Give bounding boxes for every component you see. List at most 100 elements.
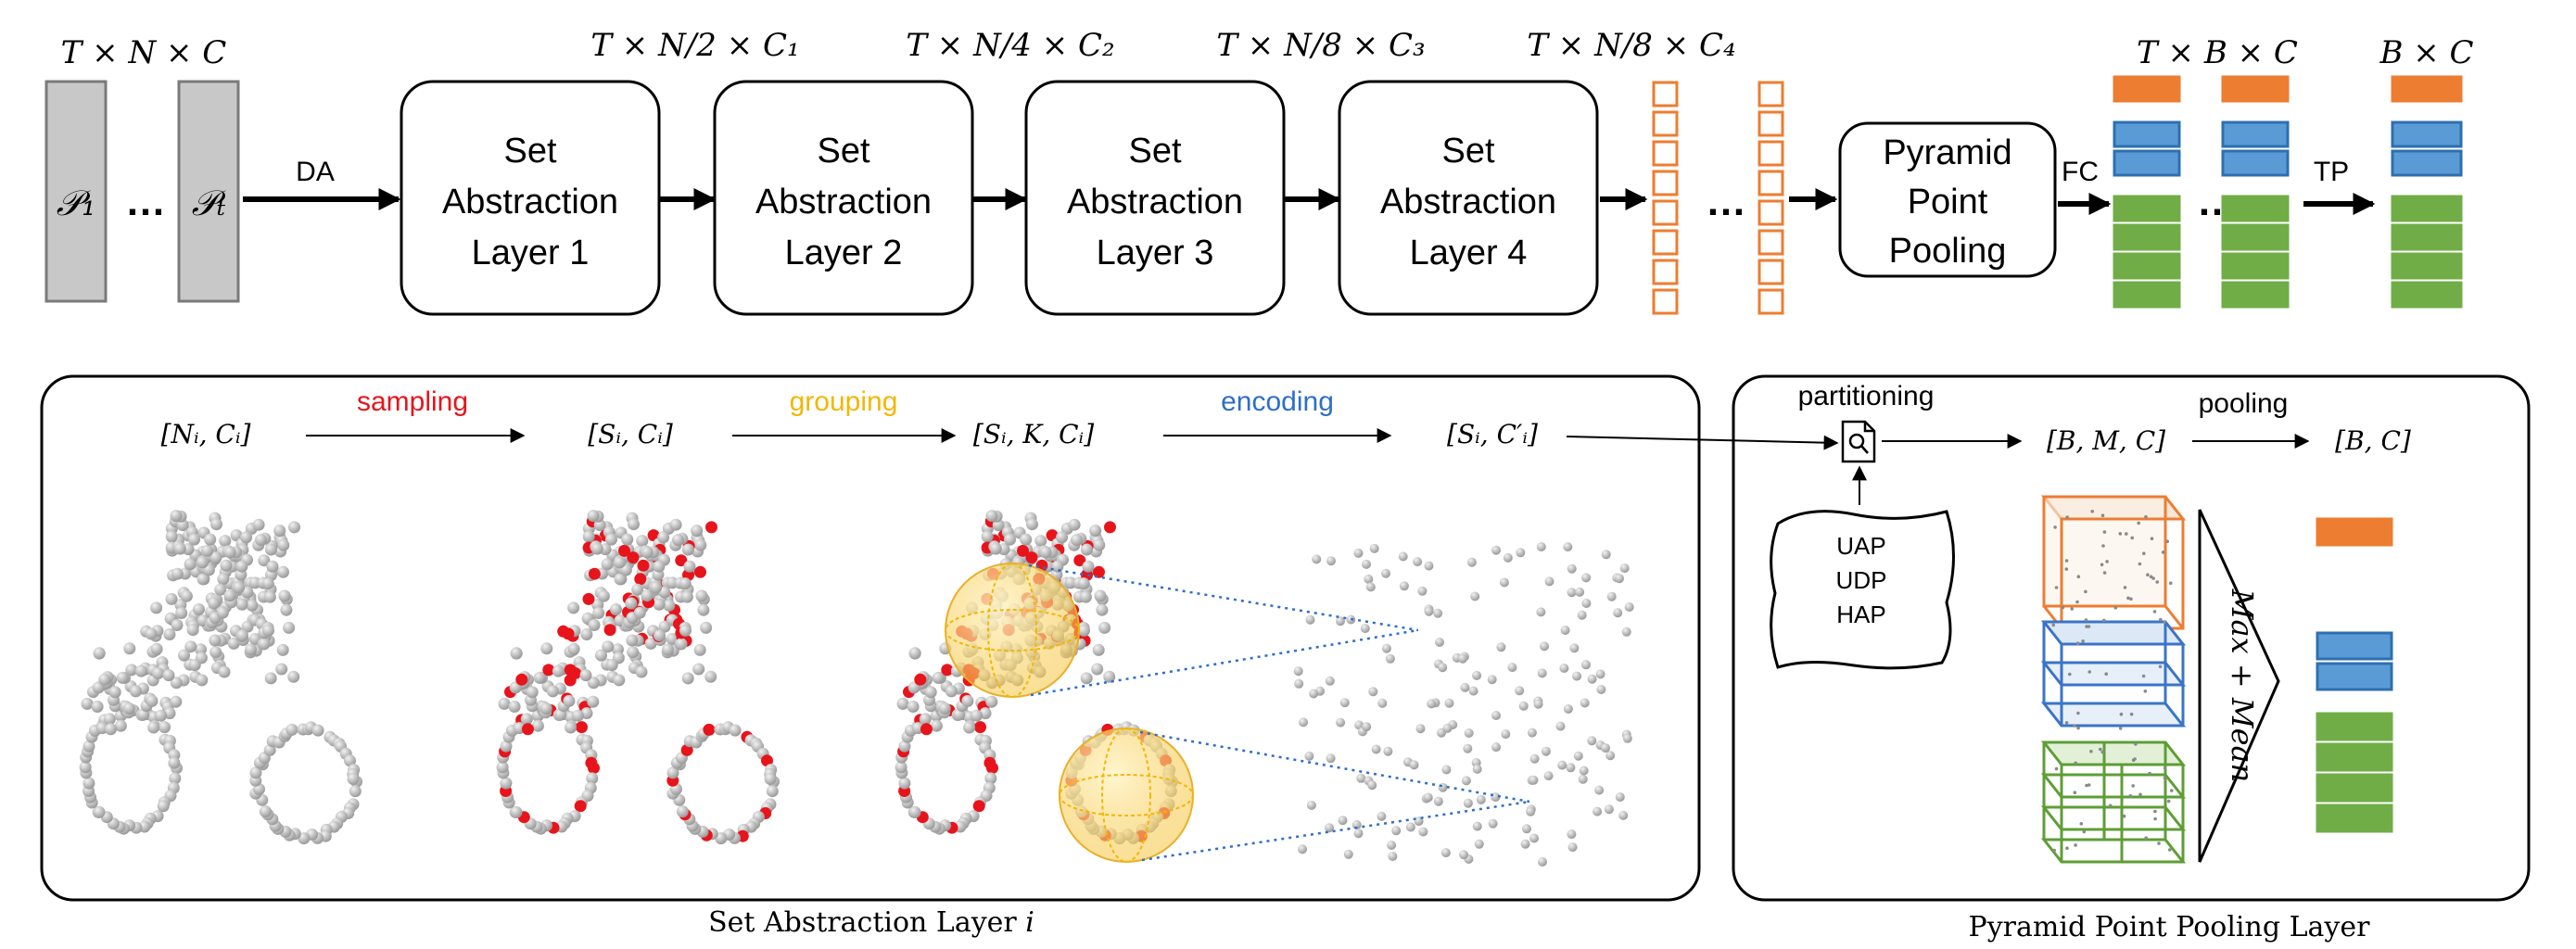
volume-point [2102,618,2106,623]
sampled-point [588,567,601,580]
cloud-point [1080,672,1093,685]
point-cloud-input [79,510,362,845]
pooled-output-stack [2316,517,2393,833]
cloud-point [147,721,160,734]
cloud-point [258,554,271,567]
cloud-point [595,649,607,662]
cloud-point [209,646,222,659]
encoded-point [1538,857,1547,867]
sampled-point [618,544,630,557]
cloud-point [93,647,106,660]
encoded-point [1559,664,1569,673]
encoded-point [1587,674,1597,684]
volume-point [2144,514,2148,519]
cloud-point [565,721,577,734]
volume-point [2113,605,2118,610]
cloud-point [150,642,163,655]
cloud-point [1082,560,1095,573]
volume-point [2148,771,2151,776]
encoded-point [1601,550,1611,560]
cloud-point [1093,538,1106,551]
cloud-point [766,785,779,798]
cloud-point [91,701,104,713]
sa-layer-3-line1: Set [1128,132,1181,171]
encoded-point [1470,591,1480,601]
volume-point [2052,848,2056,853]
cloud-point [1079,590,1092,603]
pooling-label: pooling [2199,388,2289,419]
cloud-point [669,518,682,531]
encoded-point [1563,542,1573,552]
encoded-point [1619,563,1630,574]
encoded-point [1567,829,1577,840]
cloud-point [275,663,288,676]
sampled-point [675,554,688,567]
cloud-point [1004,533,1016,546]
encoded-point [1581,573,1592,583]
cloud-point [82,740,95,753]
volume-green [2040,740,2187,864]
cloud-point [201,544,213,557]
encoded-point [1522,824,1531,834]
dim-sa4: T × N/8 × C₄ [1527,27,1735,64]
cloud-point [82,777,95,790]
encoded-point [1488,818,1498,829]
dim-sa2: T × N/4 × C₂ [906,27,1114,64]
encoded-point [1487,675,1497,685]
volume-point [2073,791,2077,794]
sampled-point [627,551,640,564]
cloud-point [223,546,236,559]
sampled-point [941,664,954,677]
volume-point [2118,532,2123,536]
cloud-point [197,573,209,586]
encoded-point [1338,816,1348,826]
cloud-point [287,670,300,683]
partition-methods-box: UAP UDP HAP [1770,510,1955,670]
encoded-point [1441,765,1452,775]
volume-point [2054,766,2059,771]
cloud-point [636,535,649,548]
volume-point [2131,784,2135,788]
encoded-point [1543,771,1554,781]
cloud-point [510,647,523,660]
encoded-point [1459,850,1469,860]
cloud-point [653,560,666,573]
encoded-point [1399,581,1409,591]
cloud-point [1056,531,1069,544]
encoded-point [1368,687,1378,697]
volume-point [2068,672,2072,677]
cloud-point [896,697,909,710]
cloud-point [631,583,644,596]
volume-point [2157,841,2161,845]
sampled-point [920,723,933,736]
cloud-point [259,805,272,818]
cloud-point [263,590,276,603]
dim-sa3: T × N/8 × C₃ [1216,27,1425,64]
volume-point [2119,712,2124,716]
volume-point [2085,783,2088,788]
sa-layer-2-line3: Layer 2 [785,234,903,272]
cloud-point [675,638,688,651]
encoded-point [1615,574,1624,584]
cloud-point [227,637,240,650]
cloud-point [122,702,135,715]
cloud-point [344,754,356,767]
cloud-point [1094,589,1107,602]
sampled-point [634,573,647,586]
encoded-point [1575,587,1585,597]
cloud-point [146,694,159,707]
encoded-point [1325,823,1334,833]
volume-point [2152,610,2157,614]
sa-layer-1-line2: Abstraction [442,183,618,221]
sa-layer-4-line1: Set [1441,132,1494,171]
encoded-point [1293,666,1303,677]
cloud-point [1080,543,1093,556]
cloud-point [908,805,921,818]
sa-layer-2: Set Abstraction Layer 2 [713,80,974,316]
encoded-point [1381,568,1390,578]
encoded-point [1624,602,1634,612]
encoded-point [1438,663,1448,673]
encoded-point [1578,774,1588,784]
volume-point [2073,724,2076,728]
tbc-stack-2 [2221,75,2290,309]
